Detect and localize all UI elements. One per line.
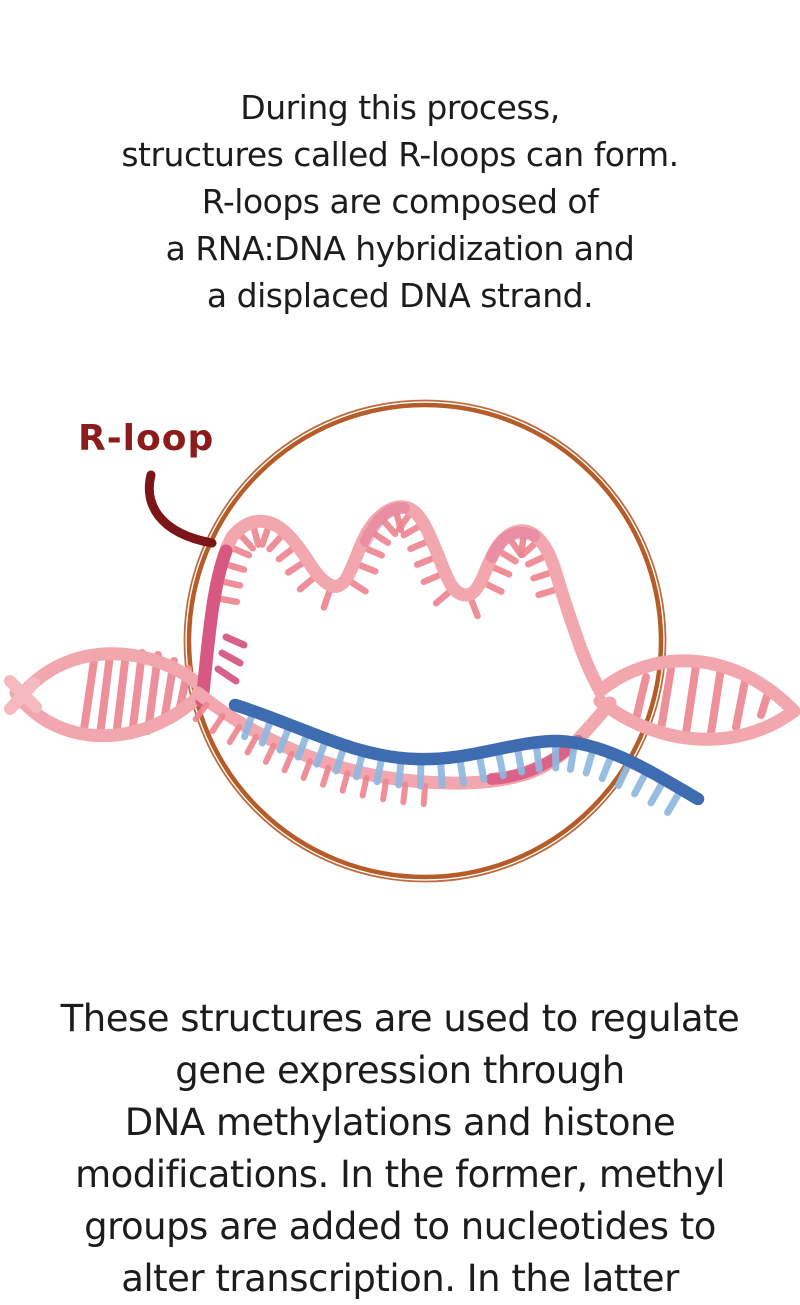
body-line-5: groups are added to nucleotides to [0,1201,800,1253]
intro-line-3: R-loops are composed of [0,178,800,225]
body-line-4: modifications. In the former, methyl [0,1149,800,1201]
r-loop-diagram [0,385,800,945]
dna-helix-left-strand-b [16,692,203,736]
body-line-3: DNA methylations and histone [0,1097,800,1149]
intro-line-5: a displaced DNA strand. [0,272,800,319]
displaced-strand-magenta-rise [202,551,226,701]
intro-line-4: a RNA:DNA hybridization and [0,225,800,272]
page: { "illustration": { "top_text": { "lines… [0,0,800,1265]
body-line-6-clipped: alter transcription. In the latter [0,1253,800,1305]
body-line-1: These structures are used to regulate [0,993,800,1045]
body-line-2: gene expression through [0,1045,800,1097]
r-loop-pointer-curve [149,475,212,543]
magenta-base-ticks [218,637,244,681]
intro-line-2: structures called R-loops can form. [0,131,800,178]
dna-helix-left [10,653,203,737]
body-paragraph: These structures are used to regulate ge… [0,993,800,1305]
intro-paragraph: During this process, structures called R… [0,84,800,319]
intro-line-1: During this process, [0,84,800,131]
r-loop-label: R-loop [78,418,214,459]
r-loop-diagram-canvas [0,385,800,945]
dna-helix-right [600,661,794,739]
